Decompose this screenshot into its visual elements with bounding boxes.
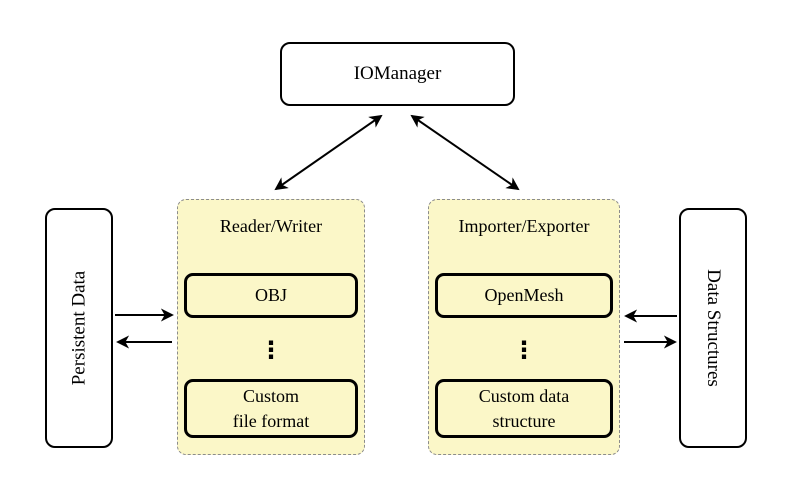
custom-data-structure-line1: Custom data (478, 386, 570, 407)
data-structures-label: Data Structures (703, 269, 724, 387)
reader-writer-group: Reader/Writer OBJ ⋮ Custom file format (177, 199, 365, 455)
custom-file-format-line2: file format (232, 410, 310, 431)
arrow-iomanager-reader-writer (274, 114, 383, 191)
data-structures-node: Data Structures (679, 208, 747, 448)
reader-writer-group-label: Reader/Writer (219, 216, 323, 236)
custom-file-format-line1: Custom (242, 386, 299, 407)
obj-node: OBJ (184, 273, 358, 318)
vertical-ellipsis-icon: ⋮ (259, 336, 283, 364)
importer-exporter-group: Importer/Exporter OpenMesh ⋮ Custom data… (428, 199, 620, 455)
persistent-data-node: Persistent Data (45, 208, 113, 448)
importer-exporter-group-label: Importer/Exporter (458, 216, 590, 236)
obj-label: OBJ (254, 285, 287, 306)
openmesh-label: OpenMesh (484, 285, 564, 306)
custom-file-format-node: Custom file format (184, 379, 358, 438)
arrow-iomanager-importer-exporter (410, 114, 520, 191)
openmesh-node: OpenMesh (435, 273, 613, 318)
custom-data-structure-node: Custom data structure (435, 379, 613, 438)
iomanager-label: IOManager (353, 63, 442, 84)
vertical-ellipsis-icon: ⋮ (512, 336, 536, 364)
custom-data-structure-line2: structure (492, 410, 556, 431)
persistent-data-label: Persistent Data (68, 270, 90, 386)
iomanager-node: IOManager (280, 42, 515, 106)
